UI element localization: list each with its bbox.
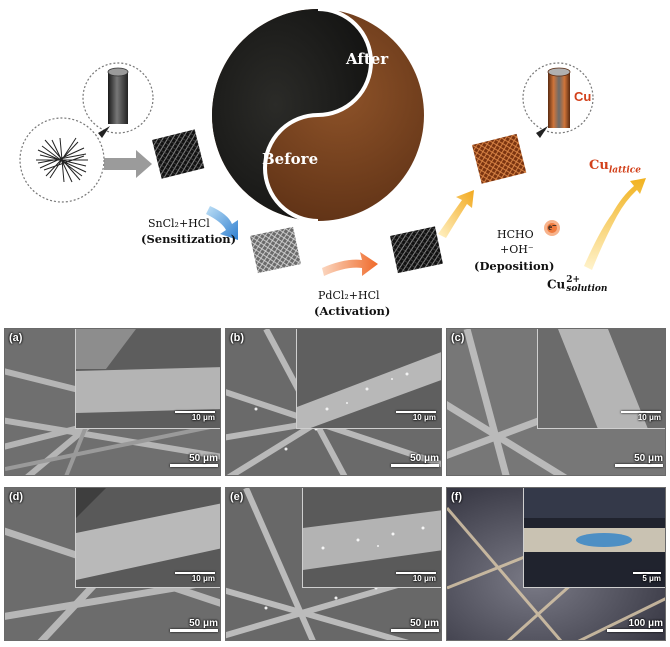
panel-c: (c) 10 μm 50 μm (446, 328, 666, 476)
activation-reagent: PdCl₂+HCl (318, 289, 380, 302)
panel-b: (b) 10 μm 50 μm (225, 328, 442, 476)
deposition-reagent-1: HCHO (497, 228, 534, 241)
copper-coated-rod-icon (522, 62, 594, 138)
mesh-activated (390, 226, 443, 274)
mesh-raw (152, 129, 205, 179)
cu-solution-base: Cu (547, 277, 566, 292)
panel-label: (f) (451, 491, 462, 503)
main-scale-bar: 50 μm (170, 453, 218, 467)
fiber-network-icon (19, 117, 105, 203)
inset-scale-label: 10 μm (412, 574, 436, 583)
main-scale-label: 50 μm (189, 618, 218, 629)
main-scale-label: 50 μm (410, 453, 439, 464)
inset-scale-label: 5 μm (642, 574, 661, 583)
electron-icon (544, 220, 560, 236)
arrow-to-sensitization (104, 150, 152, 178)
orange-arrow-icon (322, 252, 378, 276)
cu-lattice-base: Cu (589, 158, 609, 173)
panel-label: (a) (9, 332, 23, 344)
panel-label: (e) (230, 491, 244, 503)
cu-lattice-label: Culattice (589, 158, 641, 176)
mesh-sensitized (250, 226, 301, 274)
mesh-copper (472, 133, 527, 184)
inset-scale-label: 10 μm (191, 574, 215, 583)
yin-yang-before-after (207, 4, 429, 226)
before-label: Before (262, 150, 319, 168)
blue-arrow-icon (206, 206, 238, 240)
after-label: After (346, 50, 389, 68)
main-scale-bar: 100 μm (607, 618, 663, 632)
panel-d: (d) 10 μm 50 μm (4, 487, 221, 641)
inset-f (523, 488, 665, 588)
cu-solution-sup: 2+ (566, 275, 581, 285)
panel-label: (d) (9, 491, 24, 503)
inset-scale-bar: 10 μm (175, 572, 215, 583)
inset-scale-bar: 10 μm (621, 411, 661, 422)
cu-lattice-sub: lattice (608, 165, 642, 176)
deposition-reagent-2: +OH⁻ (500, 243, 534, 256)
cu-solution-sub: solution (566, 284, 608, 294)
panel-a: (a) 10 μm 50 μm (4, 328, 221, 476)
inset-scale-label: 10 μm (191, 413, 215, 422)
main-scale-label: 50 μm (189, 453, 218, 464)
sensitization-reagent: SnCl₂+HCl (148, 217, 210, 230)
main-scale-bar: 50 μm (391, 618, 439, 632)
electron-label: e⁻ (548, 222, 557, 232)
inset-scale-label: 10 μm (412, 413, 436, 422)
inset-scale-bar: 5 μm (633, 572, 661, 583)
inset-scale-bar: 10 μm (396, 572, 436, 583)
main-scale-bar: 50 μm (170, 618, 218, 632)
sensitization-label: (Sensitization) (141, 232, 237, 246)
main-scale-label: 50 μm (634, 453, 663, 464)
main-scale-label: 100 μm (628, 618, 663, 629)
yellow-arrow-icon (438, 190, 474, 238)
panel-f: (f) 5 μm 100 μm (446, 487, 666, 641)
panel-label: (b) (230, 332, 245, 344)
activation-label: (Activation) (314, 304, 391, 318)
inset-scale-bar: 10 μm (396, 411, 436, 422)
cu-rod-label: Cu (574, 89, 592, 104)
fiber-rod-icon (82, 62, 154, 138)
main-scale-label: 50 μm (410, 618, 439, 629)
inset-scale-label: 10 μm (637, 413, 661, 422)
inset-e (302, 488, 441, 588)
inset-d (75, 488, 220, 588)
deposition-label: (Deposition) (474, 259, 555, 273)
main-scale-bar: 50 μm (391, 453, 439, 467)
cu-reduction-arrow-icon (584, 178, 646, 270)
schematic-diagram (19, 4, 646, 276)
main-scale-bar: 50 μm (615, 453, 663, 467)
panel-e: (e) 10 μm 50 μm (225, 487, 442, 641)
panel-label: (c) (451, 332, 465, 344)
inset-scale-bar: 10 μm (175, 411, 215, 422)
